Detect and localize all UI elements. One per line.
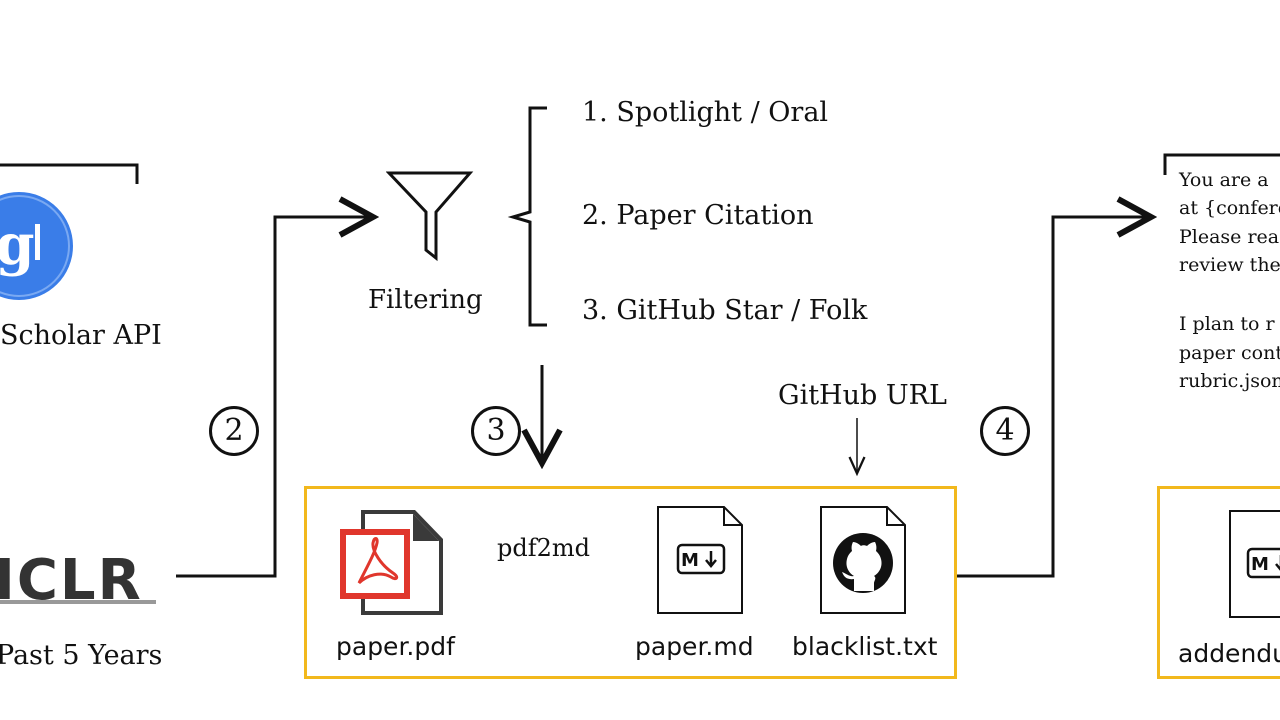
criterion-3: 3. GitHub Star / Folk bbox=[582, 295, 868, 326]
addendum-box: M addendu bbox=[1157, 486, 1280, 679]
prompt-top-bracket bbox=[1163, 153, 1280, 175]
markdown-file-icon: M bbox=[657, 506, 743, 614]
google-scholar-logo: g bbox=[0, 192, 73, 300]
prompt-line-2: at {confere bbox=[1179, 197, 1280, 219]
pdf-file-label: paper.pdf bbox=[336, 632, 455, 661]
funnel-icon bbox=[386, 171, 474, 262]
iclr-logo-underline bbox=[0, 600, 156, 604]
svg-text:M: M bbox=[681, 550, 699, 571]
scholar-api-label: Scholar API bbox=[0, 320, 162, 351]
google-scholar-icon: g bbox=[0, 192, 73, 300]
prompt-line-1: You are a bbox=[1179, 169, 1269, 191]
github-url-label: GitHub URL bbox=[778, 380, 947, 411]
prompt-line-6: paper cont bbox=[1179, 342, 1280, 364]
step2-connector bbox=[176, 217, 370, 578]
svg-text:M: M bbox=[1251, 554, 1269, 575]
svg-text:g: g bbox=[0, 212, 35, 278]
filtering-label: Filtering bbox=[368, 285, 483, 315]
step-4-badge: 4 bbox=[980, 406, 1030, 456]
prompt-line-3: Please reac bbox=[1179, 226, 1280, 248]
prompt-line-5: I plan to r bbox=[1179, 313, 1275, 335]
pdf-file-icon bbox=[340, 510, 443, 615]
past-years-label: Past 5 Years bbox=[0, 640, 163, 671]
github-file-icon bbox=[820, 506, 906, 614]
step-3-badge: 3 bbox=[471, 406, 521, 456]
criteria-brace bbox=[507, 106, 547, 327]
addendum-markdown-icon: M bbox=[1229, 510, 1280, 618]
addendum-file-label: addendu bbox=[1178, 639, 1280, 668]
scholar-top-bracket bbox=[0, 163, 139, 184]
prompt-line-7: rubric.json bbox=[1179, 370, 1280, 392]
blacklist-file-label: blacklist.txt bbox=[792, 632, 938, 661]
criterion-1: 1. Spotlight / Oral bbox=[582, 97, 829, 128]
md-file-label: paper.md bbox=[635, 632, 754, 661]
criterion-2: 2. Paper Citation bbox=[582, 200, 814, 231]
pipeline-box: paper.pdf pdf2md M paper.md blacklist.tx… bbox=[304, 486, 957, 679]
step-2-badge: 2 bbox=[209, 406, 259, 456]
prompt-line-4: review the bbox=[1179, 254, 1280, 276]
step4-connector bbox=[957, 217, 1148, 578]
pdf2md-label: pdf2md bbox=[497, 534, 590, 562]
